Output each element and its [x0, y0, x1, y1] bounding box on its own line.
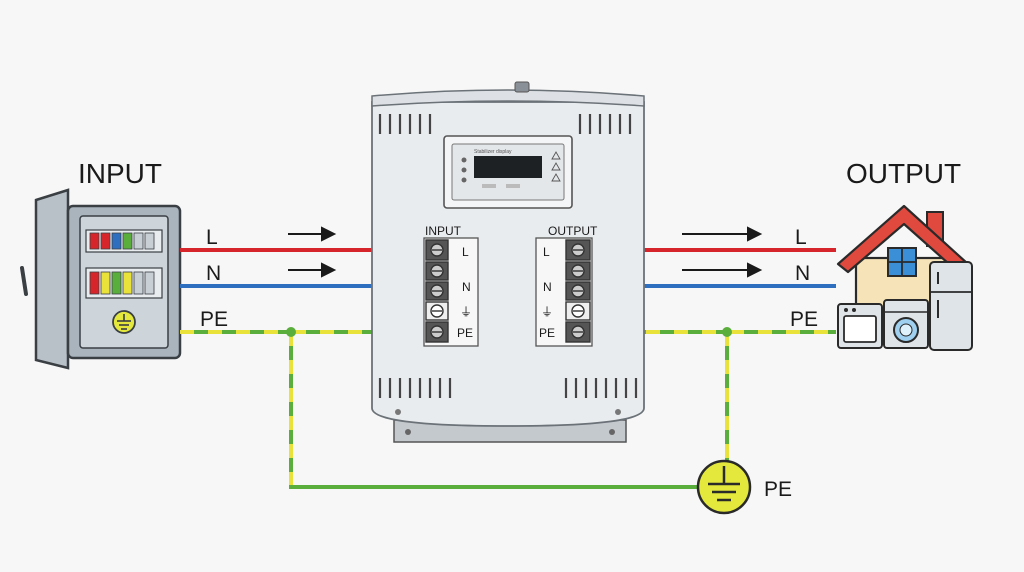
output-title: OUTPUT: [846, 158, 961, 189]
input-term-n: N: [462, 280, 471, 294]
distribution-panel-icon: [20, 188, 182, 370]
arrow-right-icon: [288, 262, 337, 278]
label-n-right: N: [795, 262, 810, 285]
output-term-ground: ⏚: [541, 305, 553, 319]
pe-junction-left: [286, 327, 296, 337]
display-screen: [474, 156, 542, 178]
display-caption: Stabilizer display: [474, 149, 512, 155]
label-pe-right: PE: [790, 308, 818, 331]
input-term-l: L: [462, 245, 469, 259]
input-term-ground: ⏚: [460, 305, 472, 319]
ground-label: PE: [764, 478, 792, 501]
appliances-icon: [837, 261, 973, 351]
input-term-pe: PE: [457, 326, 473, 340]
input-title: INPUT: [78, 158, 162, 189]
label-n-left: N: [206, 262, 221, 285]
ground-symbol-icon: [696, 459, 752, 515]
arrow-right-icon: [682, 226, 763, 242]
label-l-left: L: [206, 226, 218, 249]
arrow-right-icon: [682, 262, 763, 278]
output-term-n: N: [543, 280, 552, 294]
arrow-right-icon: [288, 226, 337, 242]
label-pe-left: PE: [200, 308, 228, 331]
stabilizer-icon: Stabilizer display INPUT L N ⏚ PE: [371, 81, 645, 443]
output-term-pe: PE: [539, 326, 555, 340]
label-l-right: L: [795, 226, 807, 249]
terminal-input-header: INPUT: [425, 224, 462, 238]
pe-junction-right: [722, 327, 732, 337]
terminal-output-header: OUTPUT: [548, 224, 598, 238]
output-term-l: L: [543, 245, 550, 259]
